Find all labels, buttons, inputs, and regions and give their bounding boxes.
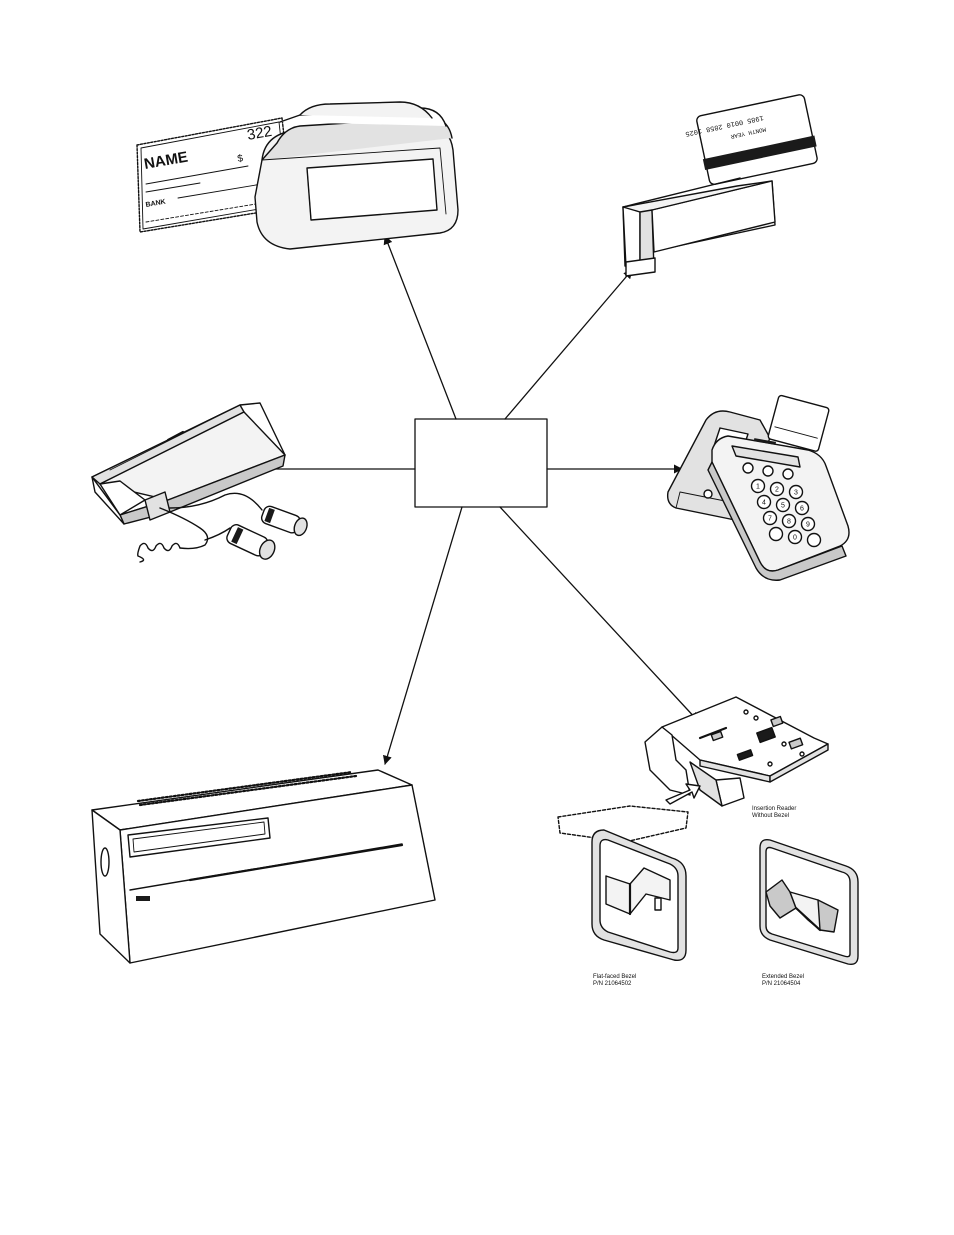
- keypad-key-label: 9: [806, 522, 810, 529]
- keypad-key: [762, 510, 778, 526]
- flat-bezel-label-1: Flat-faced Bezel: [593, 974, 636, 980]
- connector-arrows: [232, 235, 699, 765]
- check-bank: BANK: [145, 199, 166, 209]
- check-reader-window: [306, 158, 438, 221]
- printer-side: [91, 809, 131, 964]
- keypad-key: [800, 516, 816, 532]
- keypad-key-label: 4: [762, 500, 766, 507]
- arrow-to-printer: [382, 506, 463, 765]
- keypad-key: [750, 478, 766, 494]
- keypad-key-label: 8: [787, 519, 791, 526]
- extended-bezel: [759, 838, 859, 966]
- keypad-key: [806, 532, 822, 548]
- keypad-key-label: 1: [756, 484, 760, 491]
- insertion-reader-title-2: Without Bezel: [752, 813, 789, 819]
- keypad-key: [794, 500, 810, 516]
- keypad-key: [768, 526, 784, 542]
- keypad-key-label: 5: [781, 503, 785, 510]
- keypad-key-label: 7: [768, 516, 772, 523]
- swipe-card-reader-illustration: 1985 0010 2858 1025 MONTH YEAR: [622, 94, 818, 277]
- printer-knob: [100, 847, 110, 877]
- check-reader-illustration: 322 NAME $ BANK: [136, 101, 459, 250]
- keypad-key-label: 0: [793, 535, 797, 542]
- cable-card-reader-illustration: [91, 402, 308, 563]
- pin-pad-illustration: 1 2 3 4 5 6 7 8 9 0: [666, 394, 850, 581]
- cable-coiled: [159, 507, 209, 550]
- keypad-key: [787, 529, 803, 545]
- db-connector: [226, 524, 276, 560]
- extended-bezel-label-1: Extended Bezel: [762, 974, 804, 980]
- pin-pad-display: [731, 445, 801, 468]
- inserted-card: [557, 805, 689, 843]
- printer-badge: [136, 896, 150, 901]
- printer-slot: [127, 817, 271, 858]
- pin-pad-keys: 1 2 3 4 5 6 7 8 9 0: [750, 478, 822, 548]
- keypad-key: [781, 513, 797, 529]
- arrow-to-insertion-reader: [499, 506, 699, 722]
- check-number: 322: [246, 123, 274, 144]
- insertion-reader-title-1: Insertion Reader: [752, 806, 796, 812]
- keypad-key-label: 6: [800, 506, 804, 513]
- printer-vent: [136, 770, 358, 807]
- arrow-to-swipe-reader: [504, 269, 633, 420]
- printer-illustration: [91, 769, 436, 964]
- extended-bezel-label-2: P/N 21064504: [762, 981, 801, 987]
- ps2-connector: [260, 505, 308, 537]
- keypad-key: [769, 481, 785, 497]
- keypad-key: [775, 497, 791, 513]
- keypad-key-label: 3: [794, 490, 798, 497]
- flat-faced-bezel: [591, 829, 687, 961]
- keypad-key: [788, 484, 804, 500]
- arrow-to-check-reader: [383, 235, 457, 420]
- central-hub-box: [414, 418, 548, 508]
- keypad-key-label: 2: [775, 487, 779, 494]
- insertion-reader-illustration: Insertion Reader Without Bezel Flat-face…: [557, 696, 859, 987]
- flat-bezel-label-2: P/N 21064502: [593, 981, 632, 987]
- check-currency: $: [237, 153, 245, 165]
- keypad-key: [756, 494, 772, 510]
